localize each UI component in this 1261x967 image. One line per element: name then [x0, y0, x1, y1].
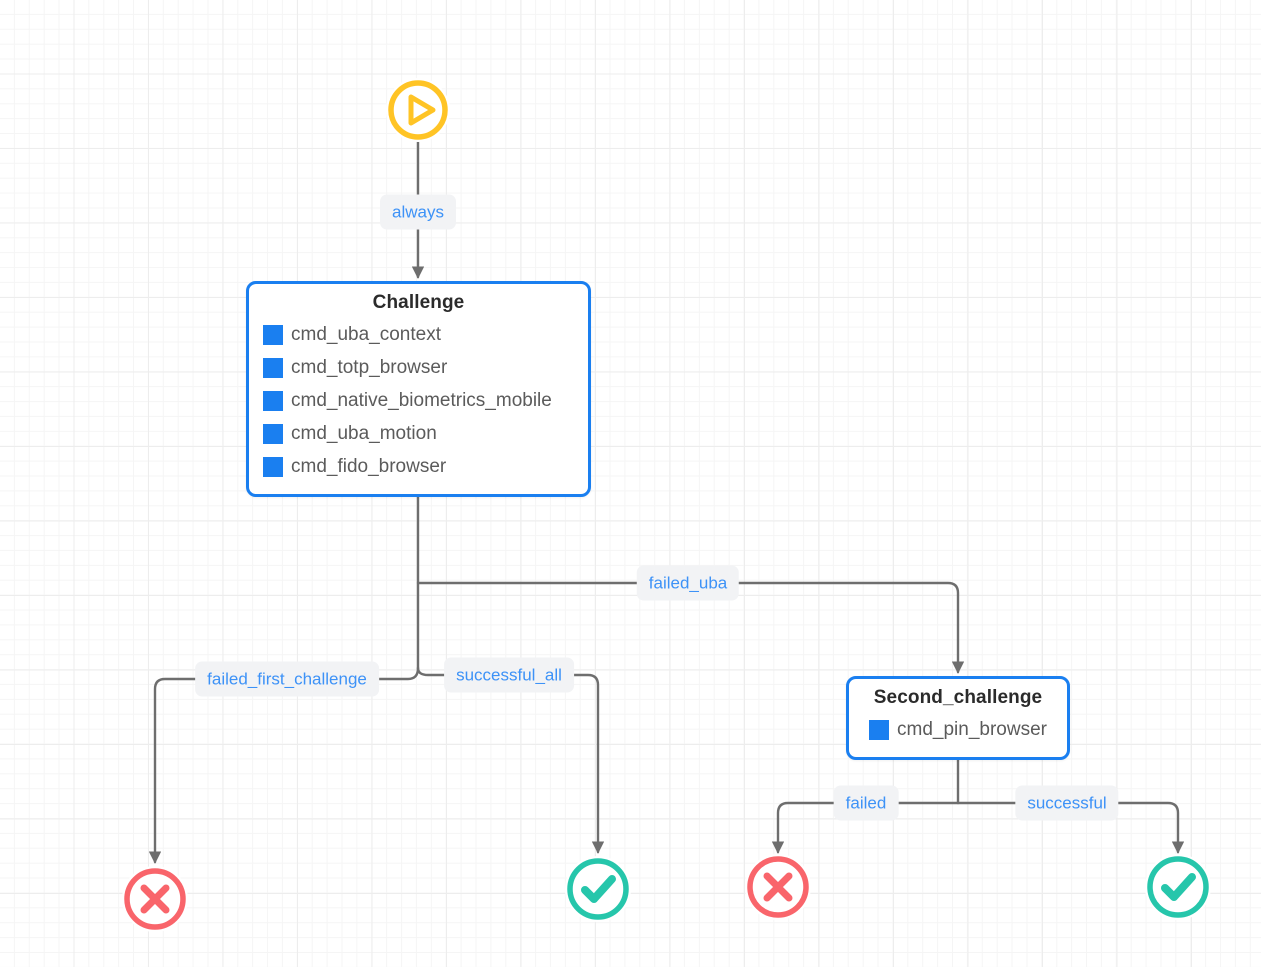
terminal-second-challenge-successful[interactable] [1145, 854, 1211, 920]
edge-challenge-to-failure [148, 666, 420, 864]
color-swatch-icon [263, 324, 283, 345]
node-challenge[interactable]: Challenge cmd_uba_context cmd_totp_brows… [246, 281, 591, 497]
list-item-label: cmd_totp_browser [291, 357, 448, 378]
color-swatch-icon [263, 456, 283, 477]
list-item-label: cmd_native_biometrics_mobile [291, 390, 552, 411]
edge-label-always[interactable]: always [380, 194, 456, 230]
terminal-successful-all[interactable] [565, 856, 631, 922]
color-swatch-icon [869, 719, 890, 740]
edge-label-failed-first-challenge[interactable]: failed_first_challenge [195, 661, 379, 697]
edge-label-failed[interactable]: failed [833, 785, 899, 821]
list-item[interactable]: cmd_fido_browser [263, 450, 574, 483]
list-item[interactable]: cmd_totp_browser [263, 351, 574, 384]
check-circle-icon [567, 858, 629, 920]
list-item-label: cmd_pin_browser [897, 719, 1047, 740]
node-challenge-items: cmd_uba_context cmd_totp_browser cmd_nat… [263, 318, 574, 483]
edge-label-successful[interactable]: successful [1015, 785, 1119, 821]
edge-label-successful-all[interactable]: successful_all [444, 657, 574, 693]
color-swatch-icon [263, 357, 283, 378]
edge-label-failed-uba[interactable]: failed_uba [636, 565, 740, 601]
play-circle-icon [388, 80, 448, 140]
node-second-challenge[interactable]: Second_challenge cmd_pin_browser [846, 676, 1070, 760]
edge-challenge-to-success [416, 666, 605, 854]
node-second-challenge-title: Second_challenge [873, 687, 1043, 708]
x-circle-icon [747, 856, 809, 918]
x-circle-icon [124, 868, 186, 930]
node-challenge-title: Challenge [372, 292, 465, 313]
list-item[interactable]: cmd_pin_browser [863, 713, 1053, 746]
check-circle-icon [1147, 856, 1209, 918]
terminal-second-challenge-failed[interactable] [745, 854, 811, 920]
color-swatch-icon [263, 390, 283, 411]
color-swatch-icon [263, 423, 283, 444]
list-item[interactable]: cmd_native_biometrics_mobile [263, 384, 574, 417]
start-node[interactable] [386, 78, 450, 142]
list-item[interactable]: cmd_uba_context [263, 318, 574, 351]
terminal-failed-first-challenge[interactable] [122, 866, 188, 932]
list-item-label: cmd_uba_motion [291, 423, 437, 444]
list-item[interactable]: cmd_uba_motion [263, 417, 574, 450]
list-item-label: cmd_uba_context [291, 324, 441, 345]
node-second-challenge-items: cmd_pin_browser [863, 713, 1053, 746]
list-item-label: cmd_fido_browser [291, 456, 447, 477]
